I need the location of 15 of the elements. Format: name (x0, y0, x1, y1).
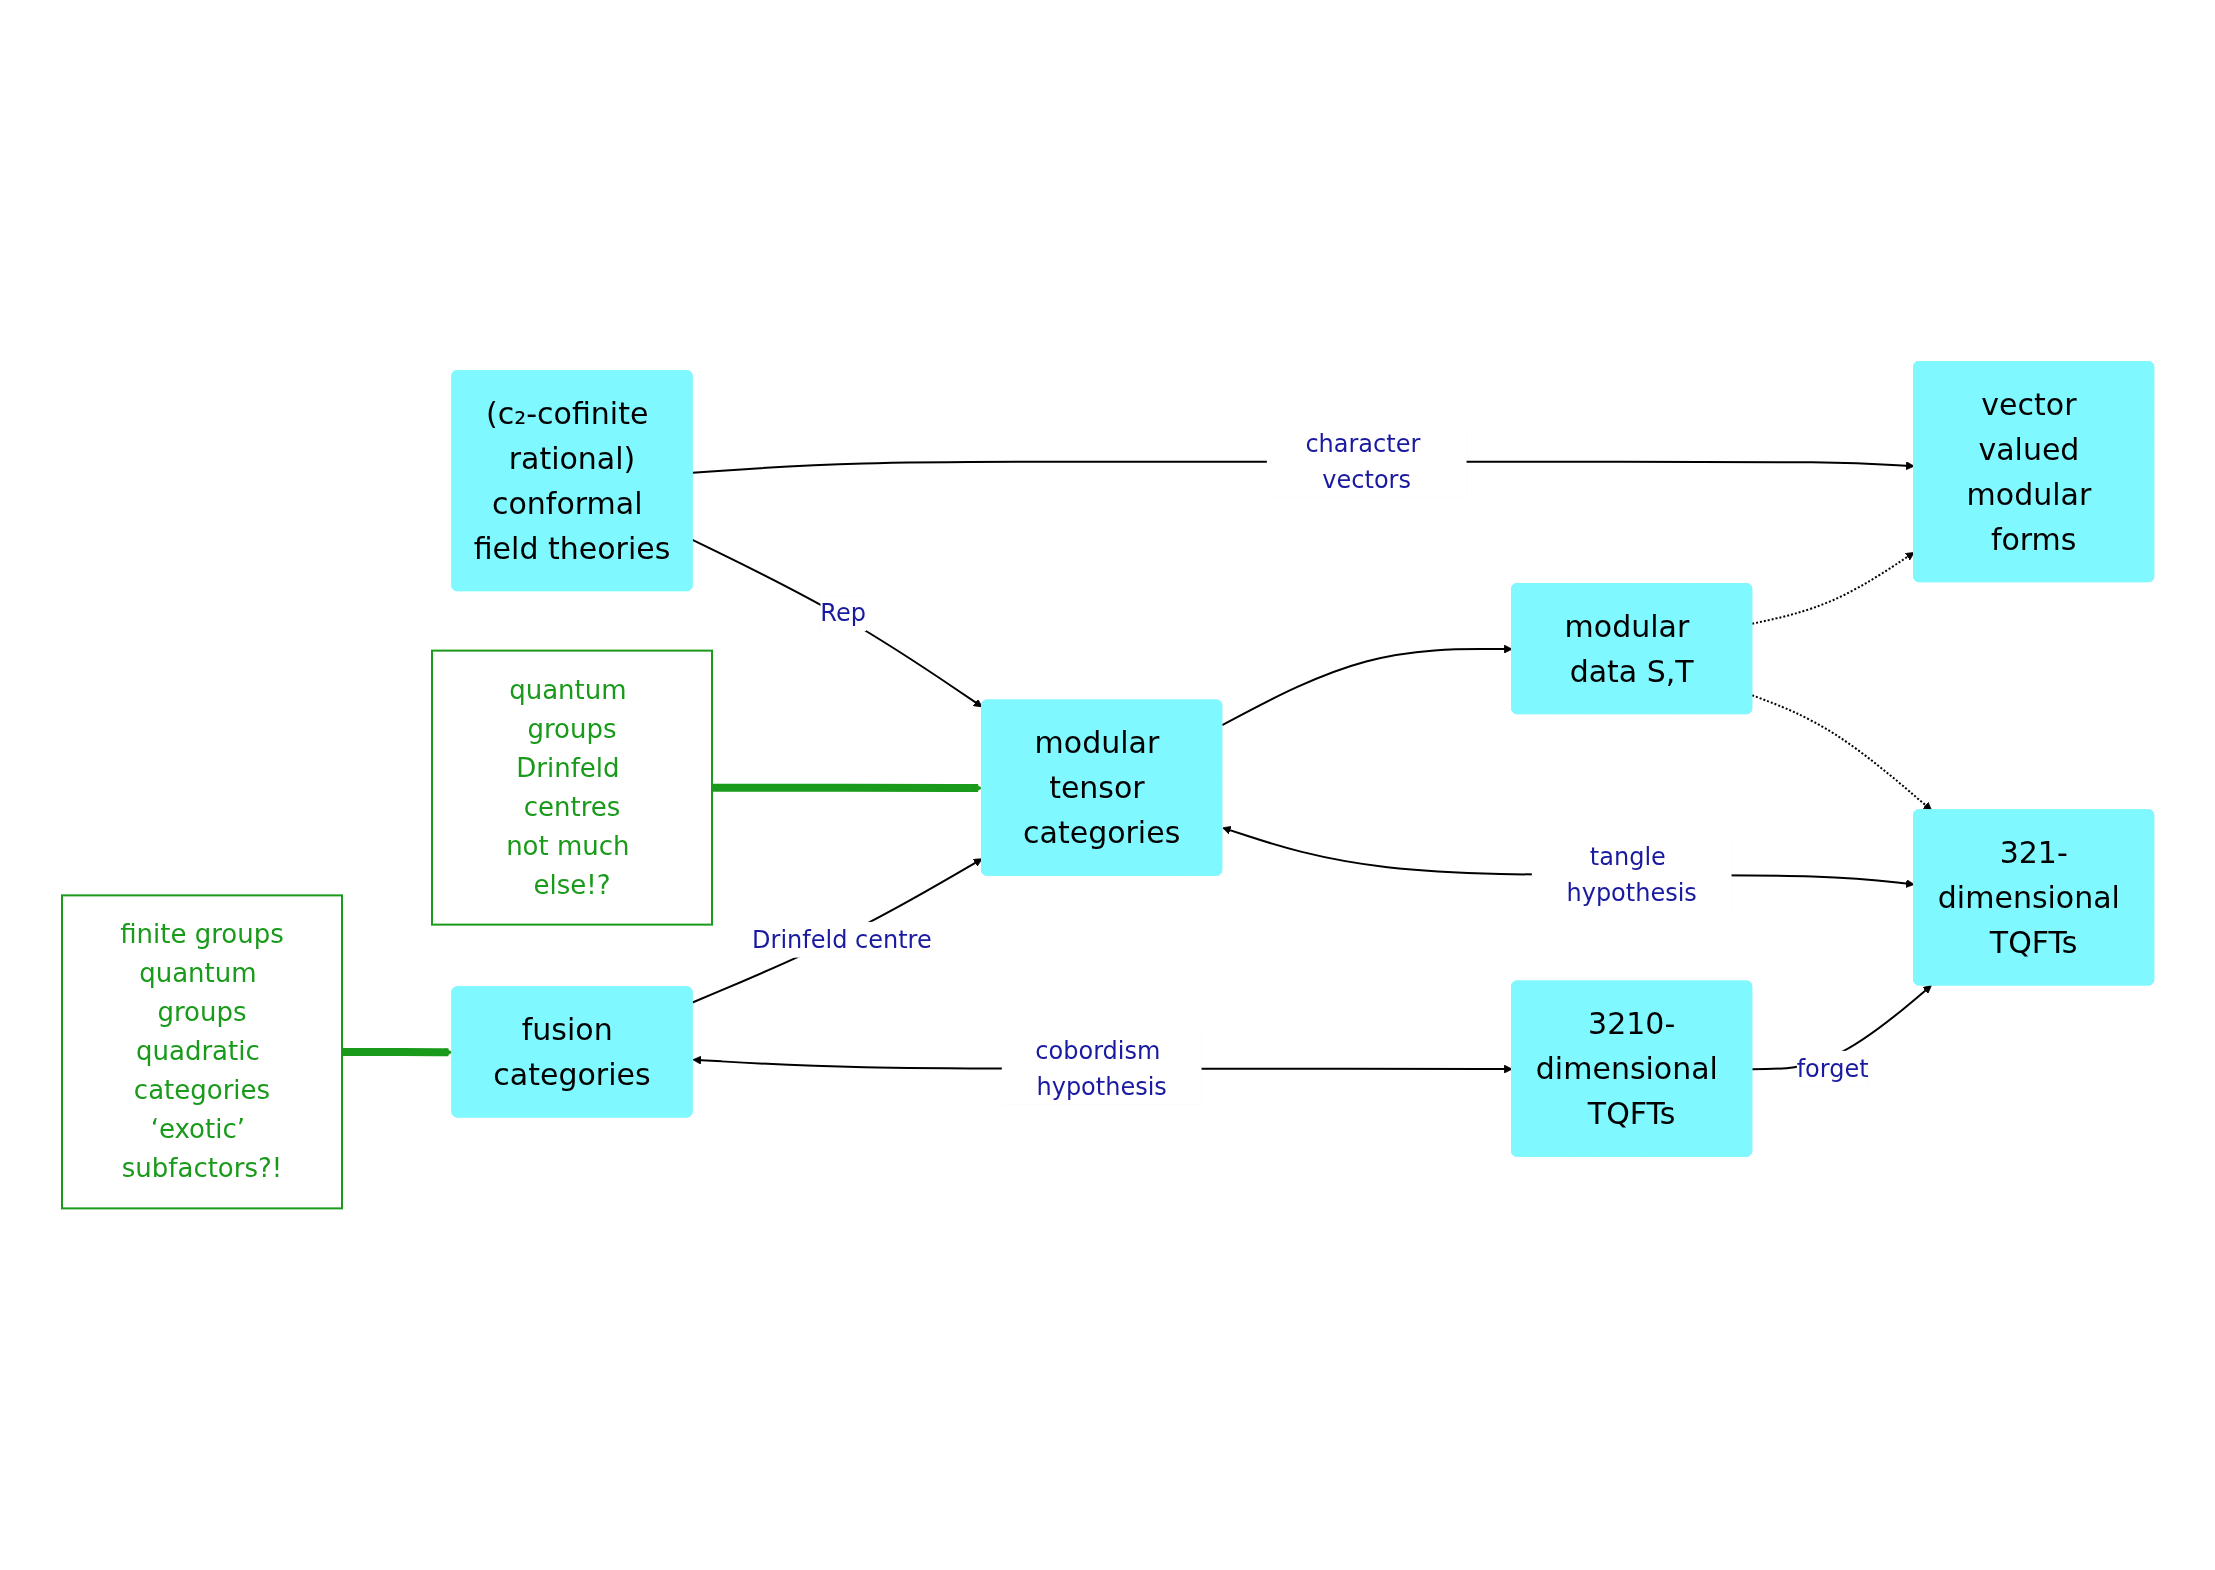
edge-label: forget (1796, 1054, 1869, 1083)
arrow (1220, 644, 1513, 727)
node-box: finite groups quantum groups quadratic categories ‘exotic’ subfactors?! (60, 894, 343, 1210)
arrow (711, 783, 983, 793)
arrow (341, 1047, 453, 1057)
arrow (691, 858, 983, 1004)
node-box: quantum groups Drinfeld centres not much else!? (430, 649, 713, 926)
arrow (691, 538, 983, 708)
edge-label: tangle hypothesis (1566, 842, 1697, 907)
edge-label: Drinfeld centre (751, 925, 932, 954)
arrow (1750, 552, 1915, 625)
edge-label: cobordism hypothesis (1035, 1036, 1167, 1101)
edge-label: character vectors (1305, 429, 1420, 494)
arrow (1750, 694, 1932, 811)
edge-label: Rep (820, 599, 866, 628)
